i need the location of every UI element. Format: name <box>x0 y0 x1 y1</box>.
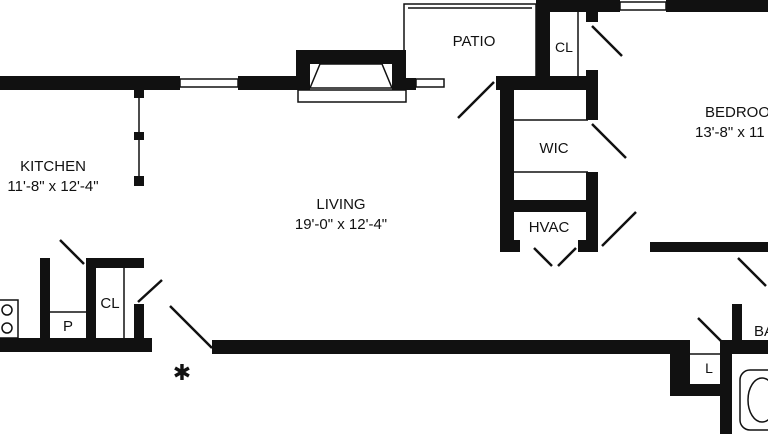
pantry-label: P <box>63 318 73 335</box>
living-label: LIVING <box>316 196 365 213</box>
top-wall <box>0 50 445 103</box>
closet-top-walls <box>496 0 768 90</box>
kitchen-partition <box>134 90 144 186</box>
bedroom-label: BEDROO <box>705 104 768 121</box>
kitchen-window <box>179 78 239 88</box>
patio-door <box>457 81 495 119</box>
you-are-here-marker: ✱ <box>173 361 191 386</box>
laundry-label: L <box>705 360 713 376</box>
closet-top-door <box>591 25 623 57</box>
kitchen-dims: 11'-8" x 12'-4" <box>7 178 98 195</box>
kitchen-label: KITCHEN <box>20 158 86 175</box>
bedroom-door <box>601 211 637 247</box>
wic-hvac-walls <box>500 70 598 252</box>
bay-window <box>308 63 394 89</box>
pantry-door <box>59 239 85 265</box>
closet-left-label: CL <box>100 295 119 312</box>
wic-label: WIC <box>539 140 568 157</box>
pantry-closet-walls <box>0 258 152 352</box>
closet-top-label: CL <box>555 39 573 55</box>
hvac-label: HVAC <box>529 219 570 236</box>
wic-door <box>591 123 627 159</box>
closet-left-door <box>137 279 163 303</box>
bath-door <box>737 257 767 287</box>
bottom-wall <box>212 304 768 434</box>
bedroom-dims: 13'-8" x 11 <box>695 124 765 141</box>
bedroom-wall <box>650 242 768 252</box>
bathtub <box>739 369 768 431</box>
living-dims: 19'-0" x 12'-4" <box>295 216 387 233</box>
hvac-door <box>533 247 577 267</box>
laundry-door <box>697 317 725 345</box>
stove <box>0 299 19 339</box>
bath-label: BA <box>754 323 768 340</box>
patio-label: PATIO <box>453 33 496 50</box>
entry-door <box>169 305 213 349</box>
